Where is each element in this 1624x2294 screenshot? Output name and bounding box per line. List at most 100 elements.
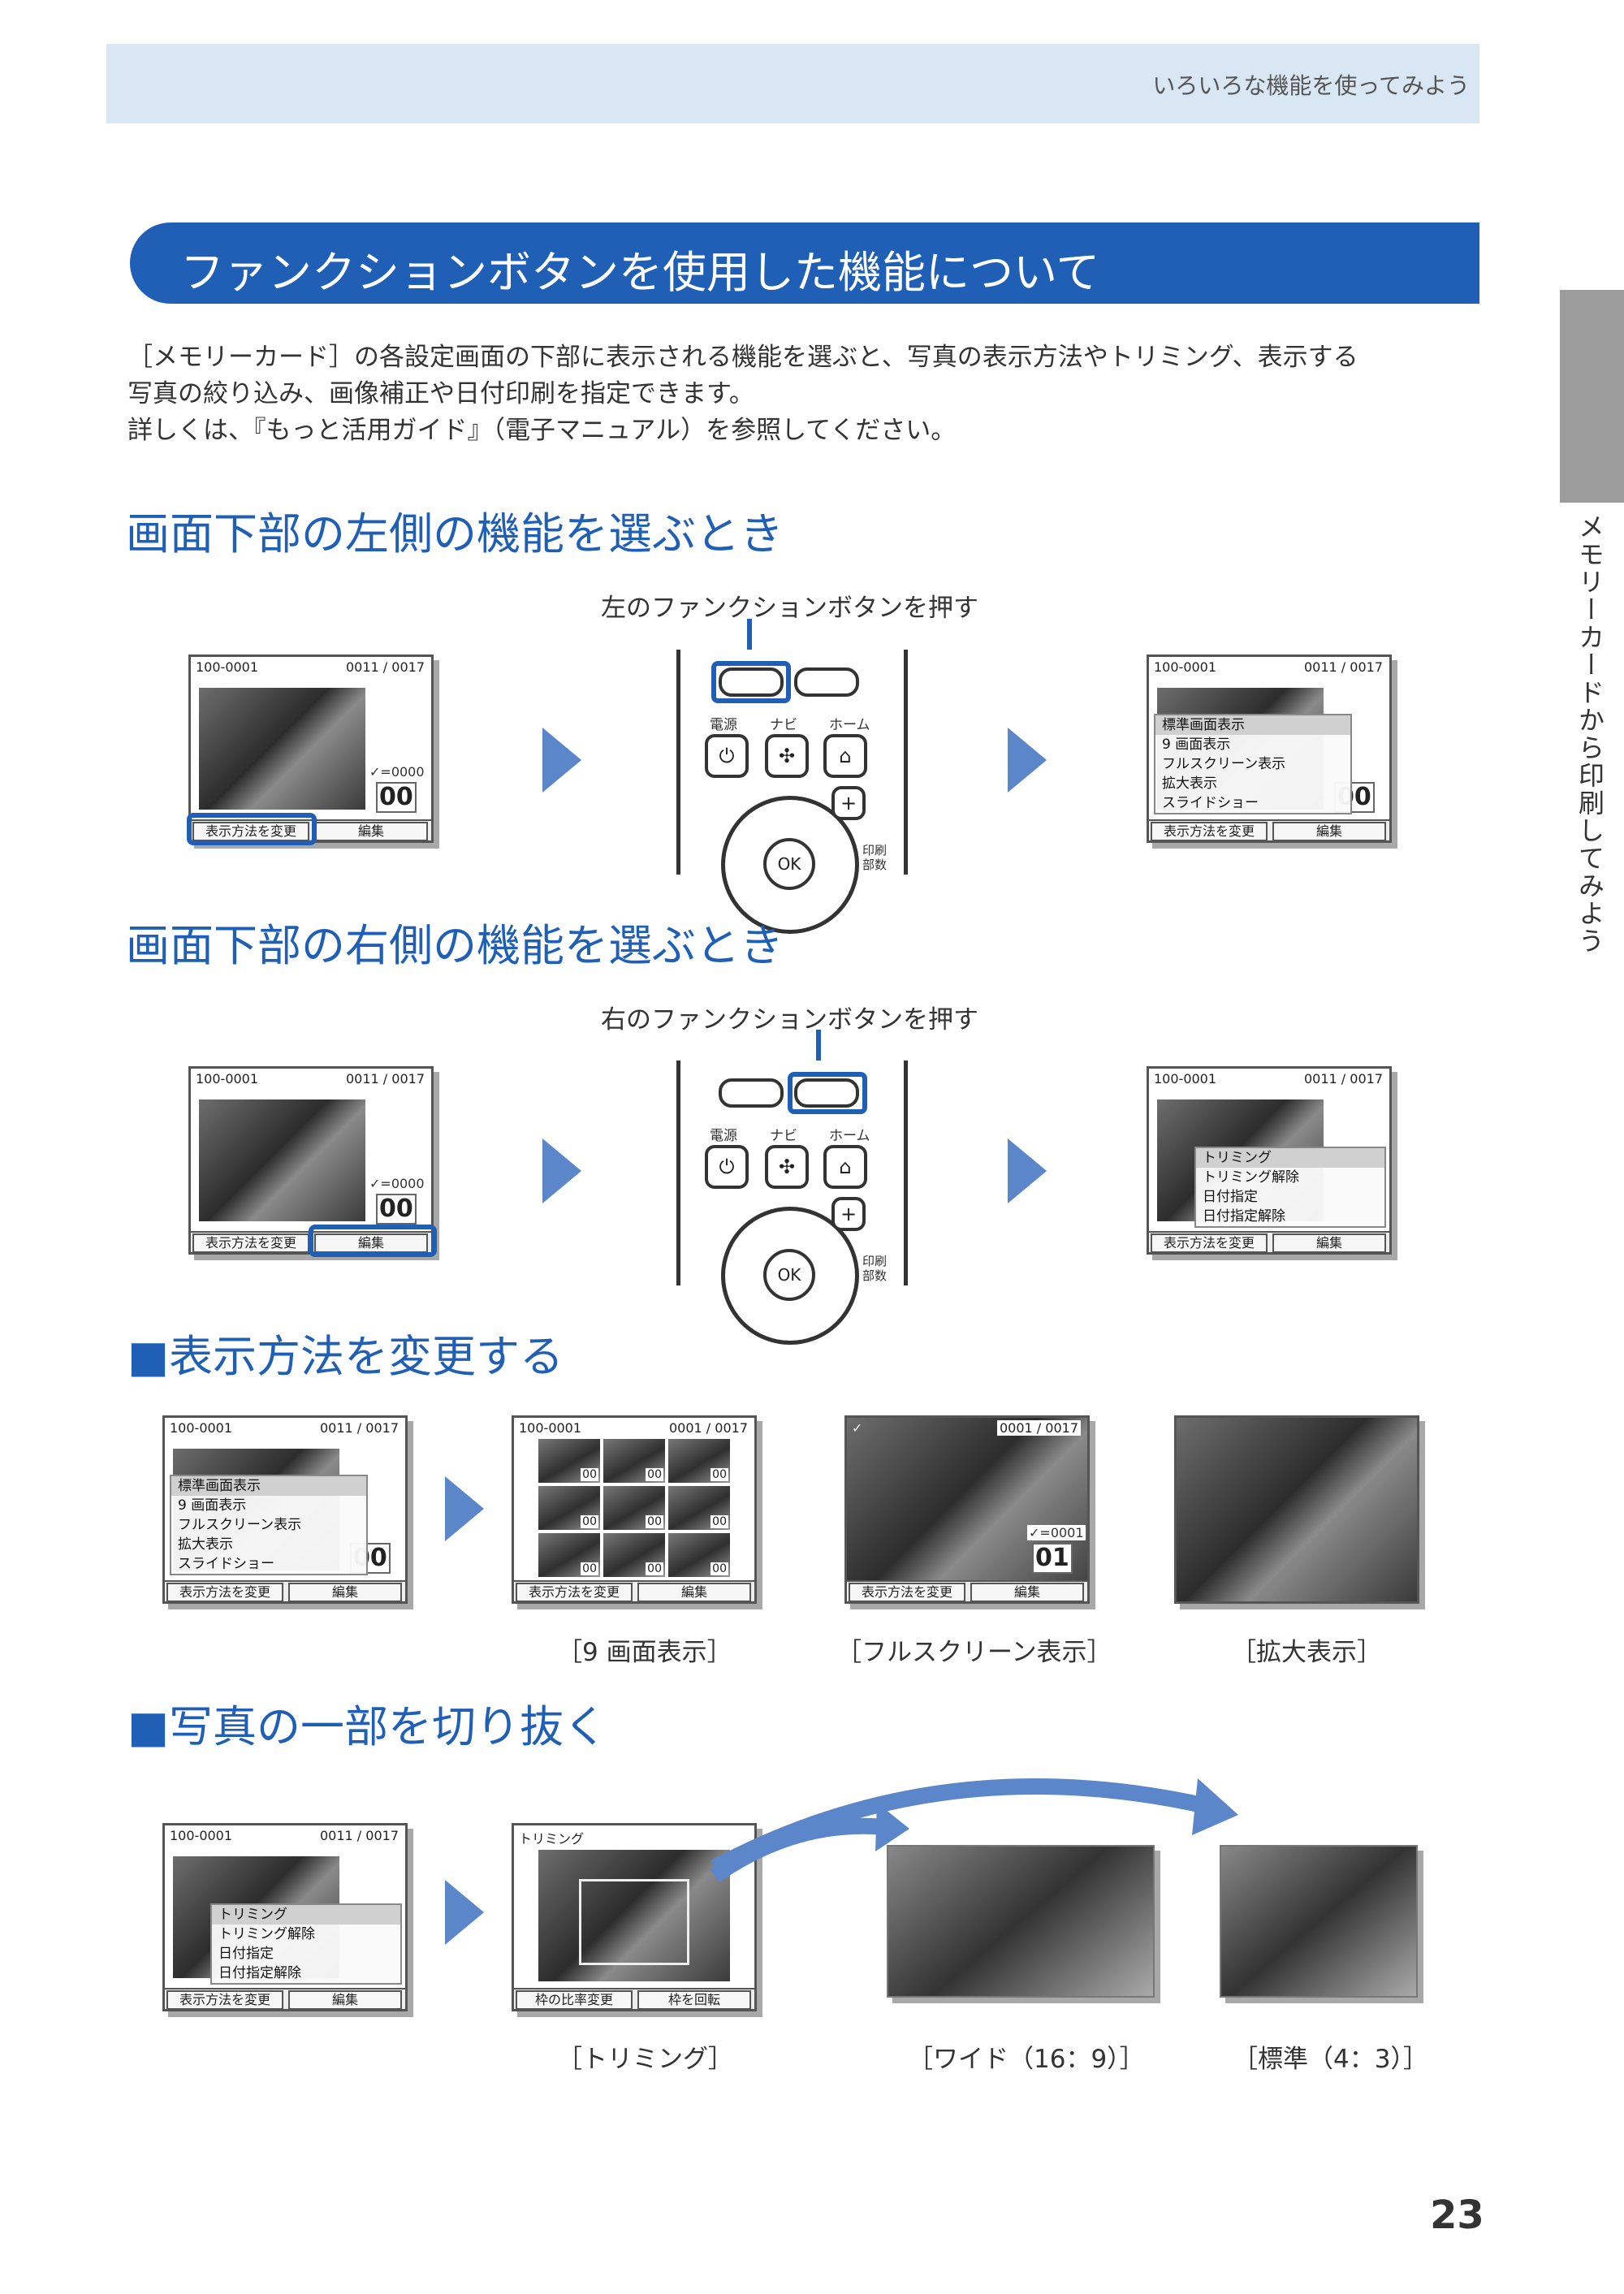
children-photo (847, 1418, 1087, 1601)
menu-item[interactable]: 拡大表示 (1162, 775, 1217, 792)
intro-line: 詳しくは、『もっと活用ガイド』（電子マニュアル）を参照してください。 (127, 416, 957, 445)
menu-item[interactable]: トリミング解除 (218, 1926, 315, 1942)
left-function-button[interactable] (719, 667, 784, 697)
copies-label: 部数 (862, 858, 888, 872)
power-button[interactable]: ⏻ (705, 1145, 749, 1189)
edit-button[interactable]: 編集 (314, 1233, 428, 1252)
curved-arrows (710, 1778, 1238, 1883)
caption-full: ［フルスクリーン表示］ (836, 1638, 1112, 1667)
change-display-button[interactable]: 表示方法を変更 (192, 822, 309, 840)
photo-count: 0011 / 0017 (1304, 1071, 1383, 1087)
grid-copies: 00 (581, 1515, 598, 1528)
left-function-button[interactable] (719, 1078, 784, 1108)
power-icon: ⏻ (719, 745, 735, 767)
callout-line (816, 1030, 821, 1082)
intro-line: 写真の絞り込み、画像補正や日付印刷を指定できます。 (127, 379, 754, 408)
photo-count: 0001 / 0017 (997, 1420, 1081, 1436)
menu-item[interactable]: トリミング (1196, 1148, 1384, 1168)
menu-item[interactable]: 9 画面表示 (1162, 737, 1231, 753)
change-display-button[interactable]: 表示方法を変更 (1151, 1233, 1268, 1252)
menu-item[interactable]: トリミング解除 (1203, 1169, 1299, 1186)
lcd-screen-trimming: トリミング 枠の比率変更 枠を回転 (512, 1823, 757, 2011)
grid-copies: 00 (581, 1562, 598, 1575)
trim-frame[interactable] (579, 1879, 689, 1965)
navi-icon: ✣ (778, 745, 796, 767)
home-button[interactable]: ⌂ (823, 734, 867, 778)
home-icon: ⌂ (839, 745, 852, 767)
section-header: いろいろな機能を使ってみよう (1152, 72, 1470, 99)
menu-item[interactable]: 標準画面表示 (1155, 715, 1350, 735)
menu-item[interactable]: トリミング (212, 1905, 400, 1925)
page-title: ファンクションボタンを使用した機能について (180, 247, 1100, 298)
right-function-button[interactable] (794, 667, 859, 697)
dog-photo (538, 1850, 730, 1981)
grid-photo[interactable]: 00 (603, 1439, 665, 1483)
menu-item[interactable]: 拡大表示 (178, 1536, 233, 1553)
grid-photo[interactable]: 00 (603, 1486, 665, 1530)
navi-label: ナビ (770, 717, 797, 733)
navi-button[interactable]: ✣ (765, 1145, 809, 1189)
heading-change-display: ■表示方法を変更する (127, 1331, 564, 1382)
grid-photo[interactable]: 00 (668, 1533, 730, 1577)
edit-button[interactable]: 編集 (288, 1583, 402, 1601)
copies-value: 01 (1032, 1543, 1073, 1574)
photo-count: 0011 / 0017 (320, 1420, 399, 1436)
menu-item[interactable]: 日付指定解除 (218, 1965, 301, 1981)
caption-right-press: 右のファンクションボタンを押す (601, 1005, 978, 1035)
intro-line: ［メモリーカード］の各設定画面の下部に表示される機能を選ぶと、写真の表示方法やト… (127, 343, 1358, 372)
edit-button[interactable]: 編集 (1272, 1233, 1386, 1252)
right-function-button[interactable] (794, 1078, 859, 1108)
change-display-button[interactable]: 表示方法を変更 (516, 1583, 633, 1601)
menu-item[interactable]: 日付指定解除 (1203, 1208, 1285, 1225)
header-band (106, 44, 1479, 123)
trimming-title: トリミング (519, 1831, 585, 1847)
edit-button[interactable]: 編集 (970, 1583, 1084, 1601)
change-display-button[interactable]: 表示方法を変更 (1151, 822, 1268, 840)
grid-copies: 00 (646, 1468, 663, 1481)
arrow-right-icon (542, 728, 581, 793)
menu-item[interactable]: 9 画面表示 (178, 1497, 247, 1514)
grid-photo[interactable]: 00 (668, 1439, 730, 1483)
edit-button[interactable]: 編集 (314, 822, 428, 840)
change-display-button[interactable]: 表示方法を変更 (192, 1233, 309, 1252)
menu-item[interactable]: 日付指定 (218, 1946, 274, 1962)
arrow-right-icon (542, 1138, 581, 1203)
plus-button[interactable]: + (831, 1197, 866, 1231)
plus-button[interactable]: + (831, 786, 866, 820)
folder-number: 100-0001 (196, 659, 259, 675)
folder-number: 100-0001 (1154, 659, 1217, 675)
intro-text: ［メモリーカード］の各設定画面の下部に表示される機能を選ぶと、写真の表示方法やト… (127, 339, 1492, 449)
edit-button[interactable]: 編集 (288, 1990, 402, 2009)
ok-button[interactable]: OK (763, 838, 815, 890)
photo-count: 0011 / 0017 (1304, 659, 1383, 675)
edit-button[interactable]: 編集 (637, 1583, 751, 1601)
edit-button[interactable]: 編集 (1272, 822, 1386, 840)
menu-item[interactable]: 標準画面表示 (171, 1476, 366, 1496)
change-display-button[interactable]: 表示方法を変更 (166, 1990, 283, 2009)
lcd-screen-zoom (1174, 1415, 1419, 1604)
menu-item[interactable]: フルスクリーン表示 (1162, 756, 1286, 772)
navi-label: ナビ (770, 1128, 797, 1144)
aspect-ratio-button[interactable]: 枠の比率変更 (516, 1990, 633, 2009)
grid-photo[interactable]: 00 (538, 1533, 600, 1577)
menu-item[interactable]: 日付指定 (1203, 1189, 1258, 1205)
ok-button[interactable]: OK (763, 1249, 815, 1301)
change-display-button[interactable]: 表示方法を変更 (166, 1583, 283, 1601)
power-button[interactable]: ⏻ (705, 734, 749, 778)
printer-panel: 電源 ナビ ホーム ⏻ ✣ ⌂ OK + 印刷 部数 (676, 1061, 908, 1345)
menu-item[interactable]: スライドショー (1162, 795, 1259, 811)
menu-item[interactable]: フルスクリーン表示 (178, 1517, 302, 1533)
menu-item[interactable]: スライドショー (178, 1556, 274, 1572)
grid-photo[interactable]: 00 (538, 1439, 600, 1483)
grid-photo[interactable]: 00 (668, 1486, 730, 1530)
check-count: ✓=0000 (369, 1176, 425, 1191)
grid-photo[interactable]: 00 (538, 1486, 600, 1530)
grid-photo[interactable]: 00 (603, 1533, 665, 1577)
caption-trim: ［トリミング］ (557, 2045, 733, 2074)
home-icon: ⌂ (839, 1156, 852, 1178)
rotate-frame-button[interactable]: 枠を回転 (637, 1990, 751, 2009)
navi-button[interactable]: ✣ (765, 734, 809, 778)
home-button[interactable]: ⌂ (823, 1145, 867, 1189)
change-display-button[interactable]: 表示方法を変更 (849, 1583, 965, 1601)
